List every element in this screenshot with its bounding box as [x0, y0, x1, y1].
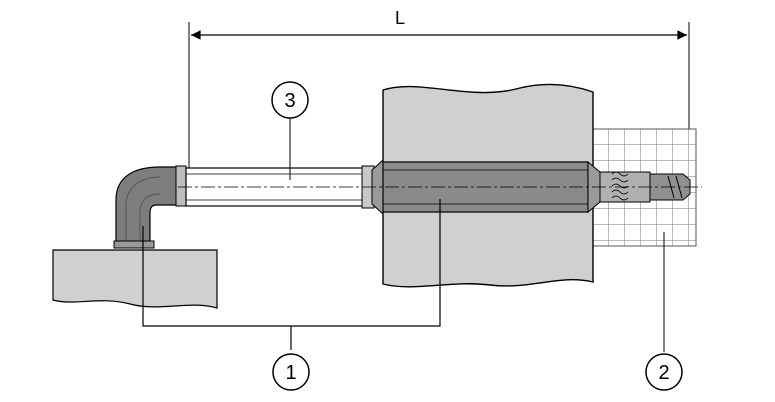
svg-text:1: 1: [285, 362, 296, 384]
bracket-1: [142, 199, 441, 350]
dimension-label: L: [395, 8, 405, 28]
appliance-base: [52, 249, 218, 309]
callout-3: 3: [271, 81, 309, 119]
svg-text:2: 2: [658, 362, 669, 384]
callout-2: 2: [645, 353, 683, 391]
callout-1: 1: [272, 353, 310, 391]
pipe-elbow: [113, 165, 187, 249]
svg-text:3: 3: [284, 90, 295, 112]
